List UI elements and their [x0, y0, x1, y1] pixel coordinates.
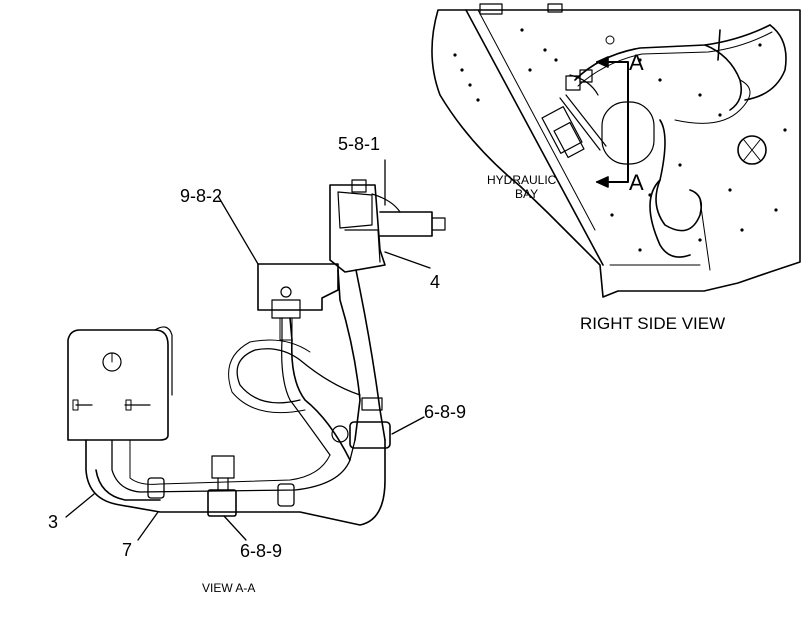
- right-side-view-drawing: [431, 3, 801, 298]
- view-a-a-drawing: [67, 179, 446, 526]
- callout-9-8-2: 9-8-2: [180, 186, 222, 206]
- callout-3: 3: [48, 512, 58, 532]
- callout-5-8-1: 5-8-1: [338, 134, 380, 154]
- callout-6-8-9-bottom: 6-8-9: [240, 541, 282, 561]
- view-a-a-label: VIEW A-A: [202, 581, 255, 595]
- callout-6-8-9-right: 6-8-9: [424, 402, 466, 422]
- hydraulic-bay-label-line2: BAY: [515, 187, 538, 201]
- mounting-bracket: [257, 263, 339, 341]
- callout-7: 7: [122, 540, 132, 560]
- clamp-lower: [207, 455, 237, 517]
- clamp-upper: [331, 397, 391, 449]
- junction-box: [67, 326, 173, 441]
- hydraulic-bay-label-line1: HYDRAULIC: [487, 173, 557, 187]
- valve-assembly: [329, 179, 446, 273]
- section-mark-a-top: A: [629, 50, 644, 75]
- leader-lines: [65, 159, 431, 541]
- right-side-view-title: RIGHT SIDE VIEW: [580, 314, 725, 333]
- strap-clip: [147, 477, 295, 507]
- callout-4: 4: [430, 272, 440, 292]
- section-mark-a-bottom: A: [629, 170, 644, 195]
